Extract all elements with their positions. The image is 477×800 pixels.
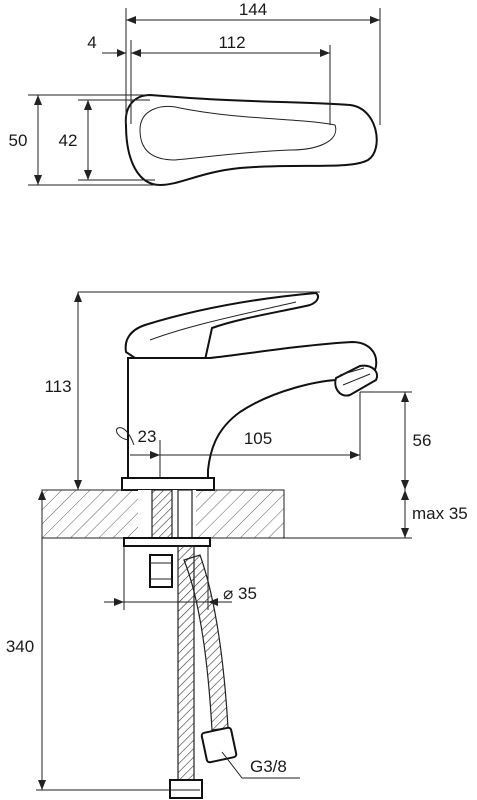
mounting-stud — [151, 489, 173, 539]
lever-top-outline — [124, 93, 378, 187]
side-view: 113 23 105 56 max 35 ⌀ 35 340 — [6, 291, 468, 799]
lever-side-inner — [149, 301, 297, 341]
dim-thread: G3/8 — [250, 757, 287, 776]
dim-spout-reach: 105 — [244, 429, 272, 448]
dim-hole-diameter: ⌀ 35 — [223, 584, 257, 603]
faucet-body — [127, 340, 378, 479]
dim-height-inner: 42 — [59, 131, 78, 150]
dim-spout-height: 56 — [413, 431, 432, 450]
dim-offset: 4 — [87, 33, 96, 52]
mounting-plate — [123, 537, 211, 547]
lever-top-inner — [139, 106, 337, 161]
popup-rod — [115, 427, 135, 446]
dim-lever-length: 112 — [218, 33, 245, 52]
dim-height-outer: 50 — [9, 131, 28, 150]
dim-hose-length: 340 — [6, 637, 34, 656]
dim-counter-thickness: max 35 — [412, 504, 468, 523]
top-view: 144 112 4 50 42 — [9, 0, 381, 187]
hose-end — [169, 779, 203, 799]
dim-height: 113 — [44, 377, 71, 396]
base-flange — [121, 477, 215, 491]
dim-total-length: 144 — [239, 0, 267, 19]
connector-g38 — [200, 726, 238, 764]
lever-side — [124, 291, 319, 362]
dim-base: 23 — [138, 427, 157, 446]
hex-nut — [149, 554, 173, 588]
